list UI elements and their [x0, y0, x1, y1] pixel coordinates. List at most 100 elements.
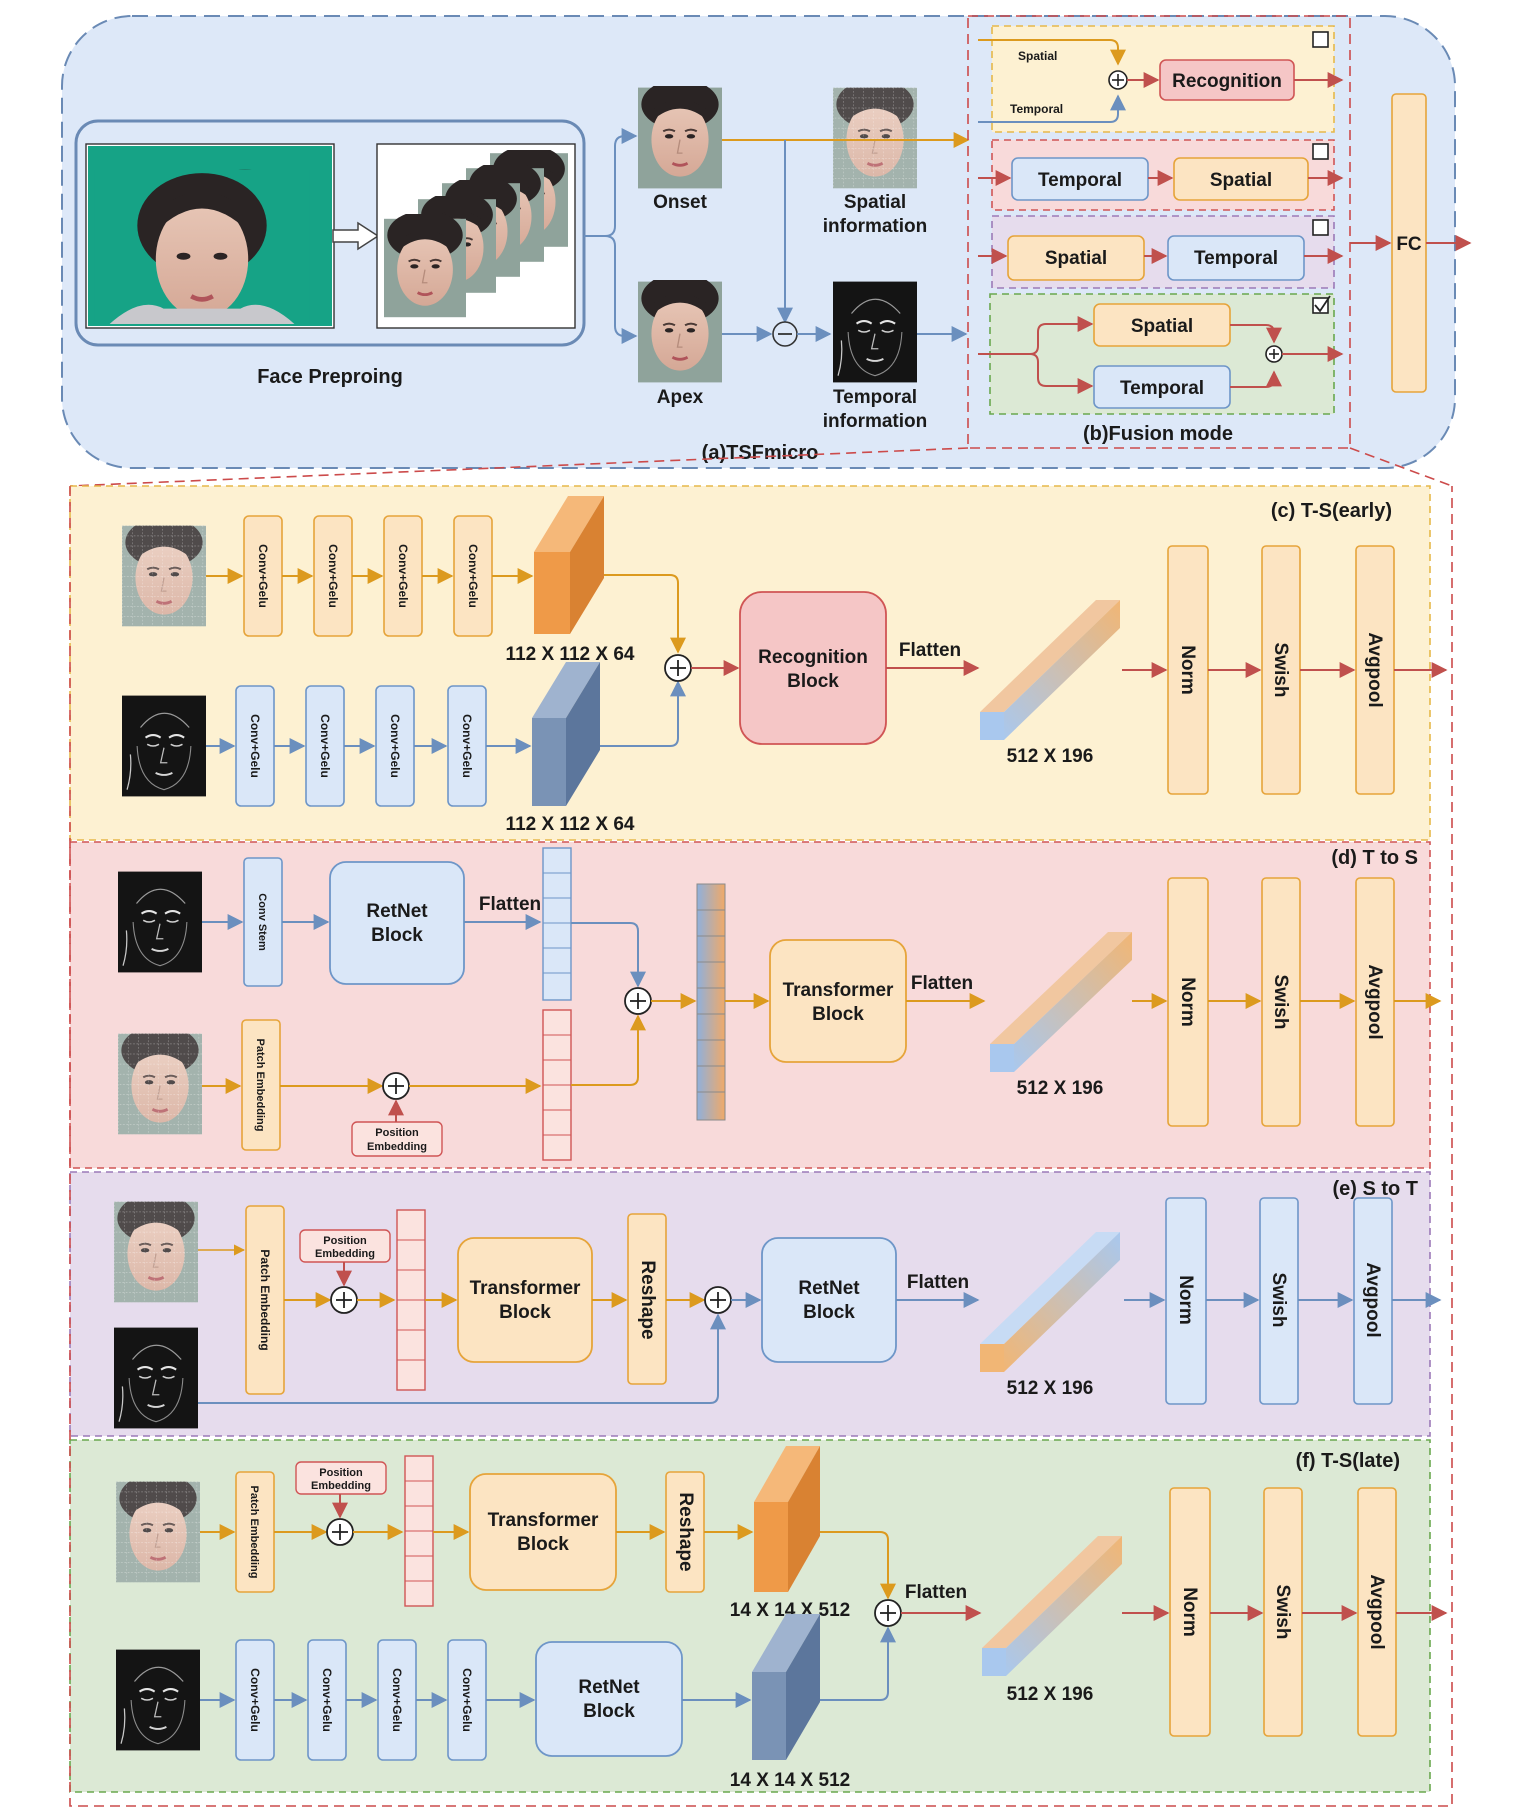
svg-text:Conv+Gelu: Conv+Gelu — [318, 714, 332, 778]
c-dims-512: 512 X 196 — [1007, 746, 1094, 767]
d-flattened-vector — [990, 932, 1132, 1072]
circled-plus-icon — [1265, 345, 1283, 363]
temporal-information-label-2: information — [823, 411, 928, 432]
f-transformer-label-1: Transformer — [488, 1510, 599, 1531]
d-norm-label: Norm — [1177, 977, 1198, 1027]
circled-plus-icon — [624, 987, 652, 1015]
mode1-spatial-label: Spatial — [1018, 49, 1057, 63]
section-e-title: (e) S to T — [1332, 1178, 1418, 1200]
d-temporal-input-image — [118, 870, 202, 974]
raw-video-frames — [85, 143, 335, 329]
svg-text:Conv+Gelu: Conv+Gelu — [390, 1668, 404, 1732]
f-dims-bottom: 14 X 14 X 512 — [730, 1770, 850, 1791]
c-recognition-label-1: Recognition — [758, 647, 868, 668]
f-conv-chain: Conv+Gelu Conv+Gelu Conv+Gelu Conv+Gelu — [235, 1639, 536, 1761]
empty-checkbox-icon[interactable] — [1312, 219, 1329, 236]
e-flattened-vector — [980, 1232, 1120, 1372]
mode1-temporal-arrow — [978, 94, 1126, 123]
empty-checkbox-icon[interactable] — [1312, 143, 1329, 160]
c-top-conv-chain: Conv+Gelu Conv+Gelu Conv+Gelu Conv+Gelu — [206, 515, 534, 637]
c-norm-label: Norm — [1177, 645, 1198, 695]
f-flatten-label: Flatten — [905, 1582, 967, 1603]
section-d-title: (d) T to S — [1331, 847, 1418, 869]
mode3-temporal-label: Temporal — [1194, 248, 1278, 269]
face-preprocessing-frame — [74, 119, 586, 347]
circled-plus-icon — [326, 1518, 354, 1546]
e-retnet-label-1: RetNet — [798, 1278, 860, 1299]
e-retnet-label-2: Block — [803, 1302, 855, 1323]
circled-plus-icon — [704, 1286, 732, 1314]
f-swish-label: Swish — [1272, 1585, 1293, 1640]
spatial-information-image — [833, 79, 917, 188]
d-flatten-label-1: Flatten — [479, 894, 541, 915]
mode3-spatial-box — [1007, 235, 1145, 281]
empty-checkbox-icon[interactable] — [1312, 31, 1329, 48]
d-patch-embedding-label: Patch Embedding — [254, 1039, 266, 1132]
checked-checkbox-icon[interactable] — [1312, 295, 1331, 314]
f-spatial-feature-map — [754, 1446, 820, 1592]
d-conv-stem-label: Conv Stem — [256, 893, 268, 951]
c-temporal-feature-map — [532, 662, 600, 806]
f-transformer-label-2: Block — [517, 1534, 569, 1555]
c-flatten-label: Flatten — [899, 640, 961, 661]
c-temporal-input-image — [122, 694, 206, 798]
d-retnet-label-1: RetNet — [366, 901, 428, 922]
d-dims-512: 512 X 196 — [1017, 1078, 1104, 1099]
mode2-temporal-label: Temporal — [1038, 170, 1122, 191]
d-transformer-block — [769, 939, 907, 1063]
d-position-embedding-label-2: Embedding — [367, 1141, 427, 1153]
e-spatial-input-image — [114, 1193, 198, 1302]
circled-plus-icon — [874, 1599, 902, 1627]
d-spatial-input-image — [118, 1025, 202, 1134]
circled-plus-icon — [382, 1072, 410, 1100]
apex-face-image — [638, 280, 722, 384]
f-spatial-input-image — [116, 1473, 200, 1582]
e-retnet-block — [761, 1237, 897, 1363]
c-recognition-block — [739, 591, 887, 745]
cropped-face-frames — [376, 143, 576, 329]
branch-to-onset-arrow — [584, 128, 638, 237]
d-flatten-label-2: Flatten — [911, 973, 973, 994]
mode4-spatial-label: Spatial — [1131, 316, 1193, 337]
mode2-spatial-label: Spatial — [1210, 170, 1272, 191]
f-position-embedding-label-2: Embedding — [311, 1480, 371, 1492]
mode3-spatial-label: Spatial — [1045, 248, 1107, 269]
d-temporal-token-stack — [542, 847, 572, 1001]
e-position-embedding-label-2: Embedding — [315, 1248, 375, 1260]
e-avgpool-label: Avgpool — [1362, 1262, 1383, 1337]
circled-plus-icon — [1108, 70, 1128, 90]
e-transformer-label-2: Block — [499, 1302, 551, 1323]
branch-to-apex-arrow — [604, 235, 638, 344]
d-combined-token-stack — [696, 883, 726, 1121]
svg-text:Conv+Gelu: Conv+Gelu — [248, 1668, 262, 1732]
e-patch-embedding-label: Patch Embedding — [258, 1249, 272, 1350]
f-retnet-label-2: Block — [583, 1701, 635, 1722]
spatial-information-label-1: Spatial — [844, 192, 906, 213]
onset-label: Onset — [653, 192, 708, 213]
onset-face-image — [638, 86, 722, 190]
zoom-connector-right — [1349, 447, 1453, 487]
mode3-temporal-box — [1167, 235, 1305, 281]
d-transformer-label-2: Block — [812, 1004, 864, 1025]
d-avgpool-label: Avgpool — [1364, 964, 1385, 1039]
d-retnet-block — [329, 861, 465, 985]
section-f-title: (f) T-S(late) — [1296, 1450, 1400, 1472]
caption-b-fusion-mode: (b)Fusion mode — [1083, 423, 1233, 445]
f-norm-label: Norm — [1179, 1587, 1200, 1637]
mode4-temporal-label: Temporal — [1120, 378, 1204, 399]
e-flatten-label: Flatten — [907, 1272, 969, 1293]
svg-text:Conv+Gelu: Conv+Gelu — [396, 544, 410, 608]
c-bottom-conv-chain: Conv+Gelu Conv+Gelu Conv+Gelu Conv+Gelu — [206, 685, 532, 807]
c-dims-bottom: 112 X 112 X 64 — [506, 814, 635, 835]
d-spatial-token-stack — [542, 1009, 572, 1161]
temporal-information-image — [833, 280, 917, 384]
e-temporal-input-image — [114, 1326, 198, 1430]
svg-text:Conv+Gelu: Conv+Gelu — [460, 714, 474, 778]
f-temporal-feature-map — [752, 1614, 820, 1760]
e-transformer-label-1: Transformer — [470, 1278, 581, 1299]
c-flattened-vector — [980, 600, 1120, 740]
svg-text:Conv+Gelu: Conv+Gelu — [248, 714, 262, 778]
e-transformer-block — [457, 1237, 593, 1363]
circled-plus-icon — [330, 1286, 358, 1314]
